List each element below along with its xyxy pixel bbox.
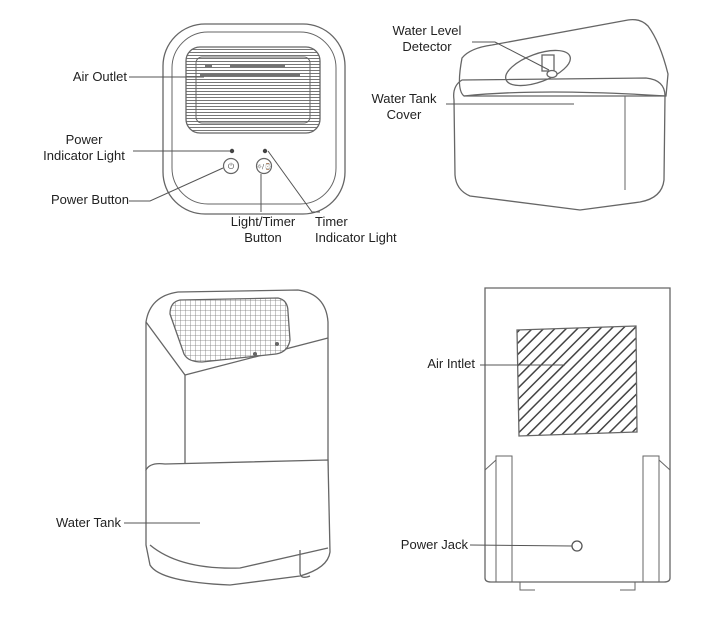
leader-power-jack — [469, 544, 573, 547]
label-light-timer-button: Light/Timer Button — [230, 214, 296, 245]
timer-indicator-light — [262, 148, 268, 154]
label-water-level-detector: Water Level Detector — [392, 23, 462, 54]
label-power-jack: Power Jack — [400, 537, 468, 552]
label-water-tank: Water Tank — [55, 515, 121, 530]
label-power-indicator-light: Power Indicator Light — [43, 132, 125, 163]
power-indicator-light — [229, 148, 235, 154]
tank-cover-view-device — [453, 18, 669, 211]
power-button[interactable]: ⏻ — [222, 157, 240, 175]
light-timer-icon: ☼/⌚ — [257, 163, 272, 171]
light-timer-button[interactable]: ☼/⌚ — [255, 157, 273, 175]
label-power-button: Power Button — [50, 192, 129, 207]
leader-power-button — [129, 167, 224, 202]
label-water-tank-cover: Water Tank Cover — [371, 91, 437, 122]
perspective-view-device — [145, 289, 331, 586]
label-air-outlet: Air Outlet — [72, 69, 127, 84]
label-timer-indicator-light: Timer Indicator Light — [315, 214, 397, 245]
callout-lines — [124, 41, 574, 547]
leader-timer-indicator — [267, 150, 320, 213]
power-icon: ⏻ — [228, 162, 235, 171]
rear-view-device — [484, 287, 671, 591]
top-view-device — [162, 23, 346, 215]
leader-water-level — [472, 41, 550, 71]
label-air-inlet: Air Intlet — [427, 356, 475, 371]
